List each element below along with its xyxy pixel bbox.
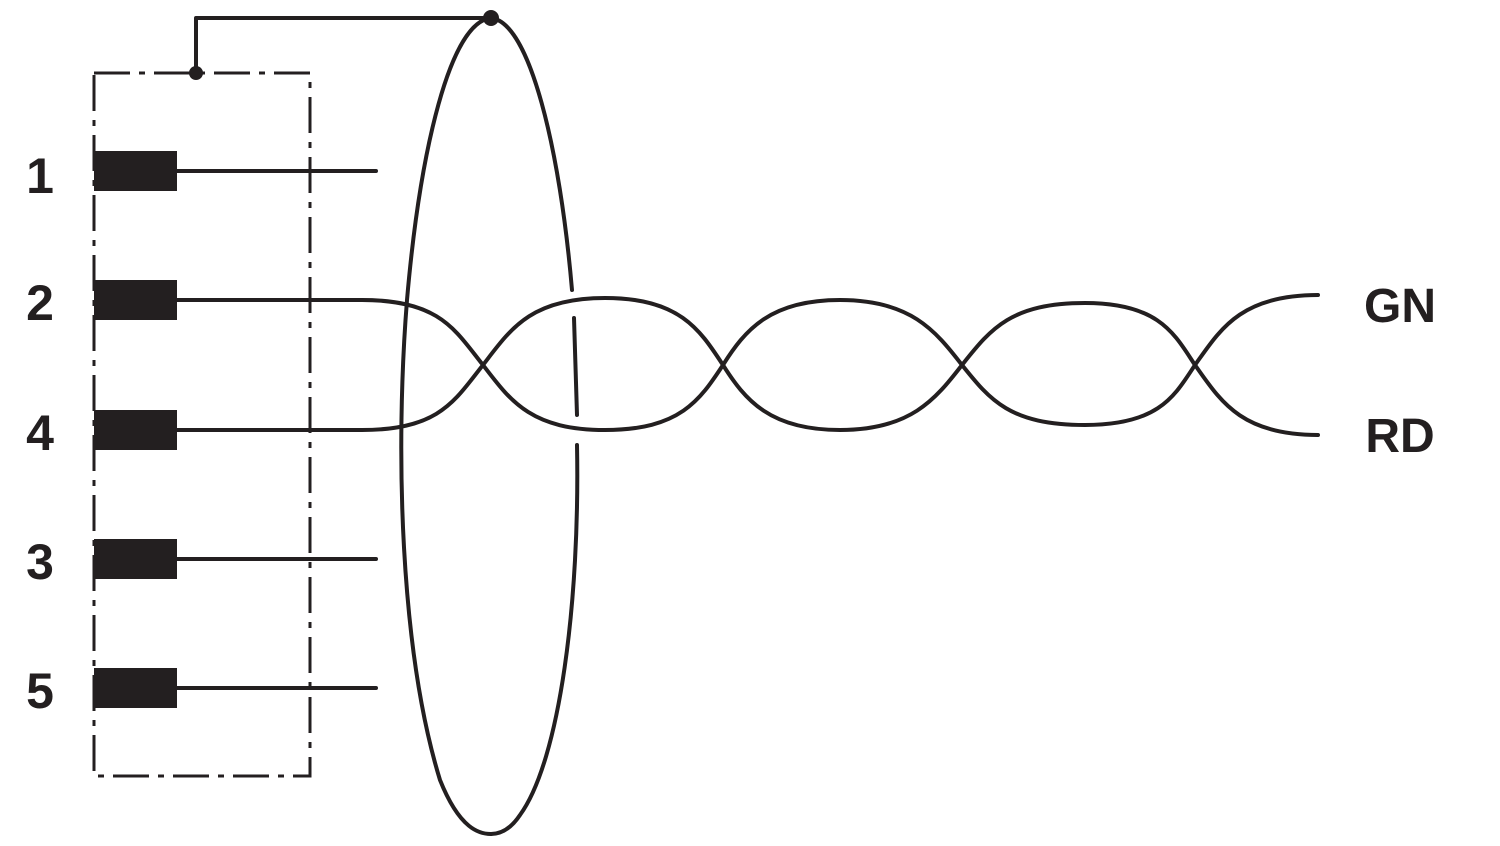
pin-contact-2 [94,280,177,320]
pin-label-4: 4 [26,405,54,461]
pin-contact-4 [94,410,177,450]
pin-block [94,410,177,450]
shield-loop-front-upper [489,16,574,292]
pin-contact-5 [94,668,378,708]
shield-loop-front-lower [489,443,580,836]
pin-label-3: 3 [26,534,54,590]
shield-loop-front-middle [572,316,579,417]
pin-label-1: 1 [26,148,54,204]
pin-block [94,280,177,320]
wire-label-gn: GN [1364,280,1436,333]
twisted-wire-rd [175,296,1320,437]
shield-loop-back [399,16,493,836]
pin-label-5: 5 [26,663,54,719]
pin-block [94,539,177,579]
housing-junction-dot [189,66,203,80]
pin-label-2: 2 [26,275,54,331]
twisted-wire-gn [175,293,1320,432]
pin-block [94,668,177,708]
pin-contact-3 [94,539,378,579]
pin-block [94,151,177,191]
wire-label-rd: RD [1365,410,1434,463]
shield-drain-wire [194,16,493,75]
pin-contact-1 [94,151,378,191]
